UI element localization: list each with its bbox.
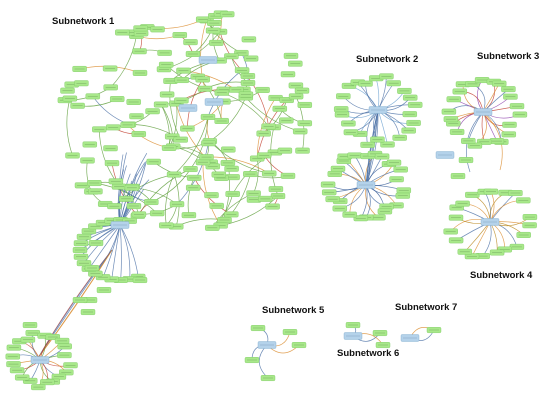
network-edge — [111, 224, 121, 280]
network-edge — [175, 103, 211, 163]
network-edge — [37, 249, 113, 359]
network-edge — [187, 79, 203, 129]
network-edge — [187, 177, 195, 216]
network-edge — [98, 129, 117, 182]
network-edge — [160, 104, 174, 147]
network-edge — [365, 109, 379, 186]
subnetwork-1-title: Subnetwork 1 — [52, 16, 115, 27]
network-edge — [270, 127, 279, 197]
subnetwork-6-title: Subnetwork 6 — [337, 348, 400, 359]
subnetwork-7-title: Subnetwork 7 — [395, 302, 458, 313]
network-edge — [472, 194, 491, 223]
network-edge — [110, 35, 137, 88]
subnetwork-3-title: Subnetwork 3 — [477, 51, 540, 62]
subnetwork-4-title: Subnetwork 4 — [470, 270, 533, 281]
network-edge — [37, 249, 113, 359]
network-edge — [119, 224, 131, 280]
network-edge — [119, 224, 139, 277]
network-edge — [160, 104, 170, 148]
network-edge — [365, 109, 379, 186]
node-layer — [5, 10, 538, 391]
network-edge — [471, 221, 491, 257]
network-edge — [173, 174, 180, 227]
network-edge — [464, 221, 491, 253]
network-edge — [173, 116, 209, 175]
network-edge — [258, 344, 269, 379]
subnetwork-5-title: Subnetwork 5 — [262, 305, 325, 316]
network-edge — [375, 78, 380, 111]
network-edge — [165, 174, 175, 226]
subnetwork-2-title: Subnetwork 2 — [356, 54, 419, 65]
network-edge — [467, 111, 484, 142]
network-edge — [377, 82, 394, 111]
network-edge — [377, 76, 387, 111]
network-edge — [119, 224, 122, 281]
network-edge — [200, 20, 207, 89]
network-edge — [66, 98, 73, 156]
network-edge — [482, 83, 500, 113]
